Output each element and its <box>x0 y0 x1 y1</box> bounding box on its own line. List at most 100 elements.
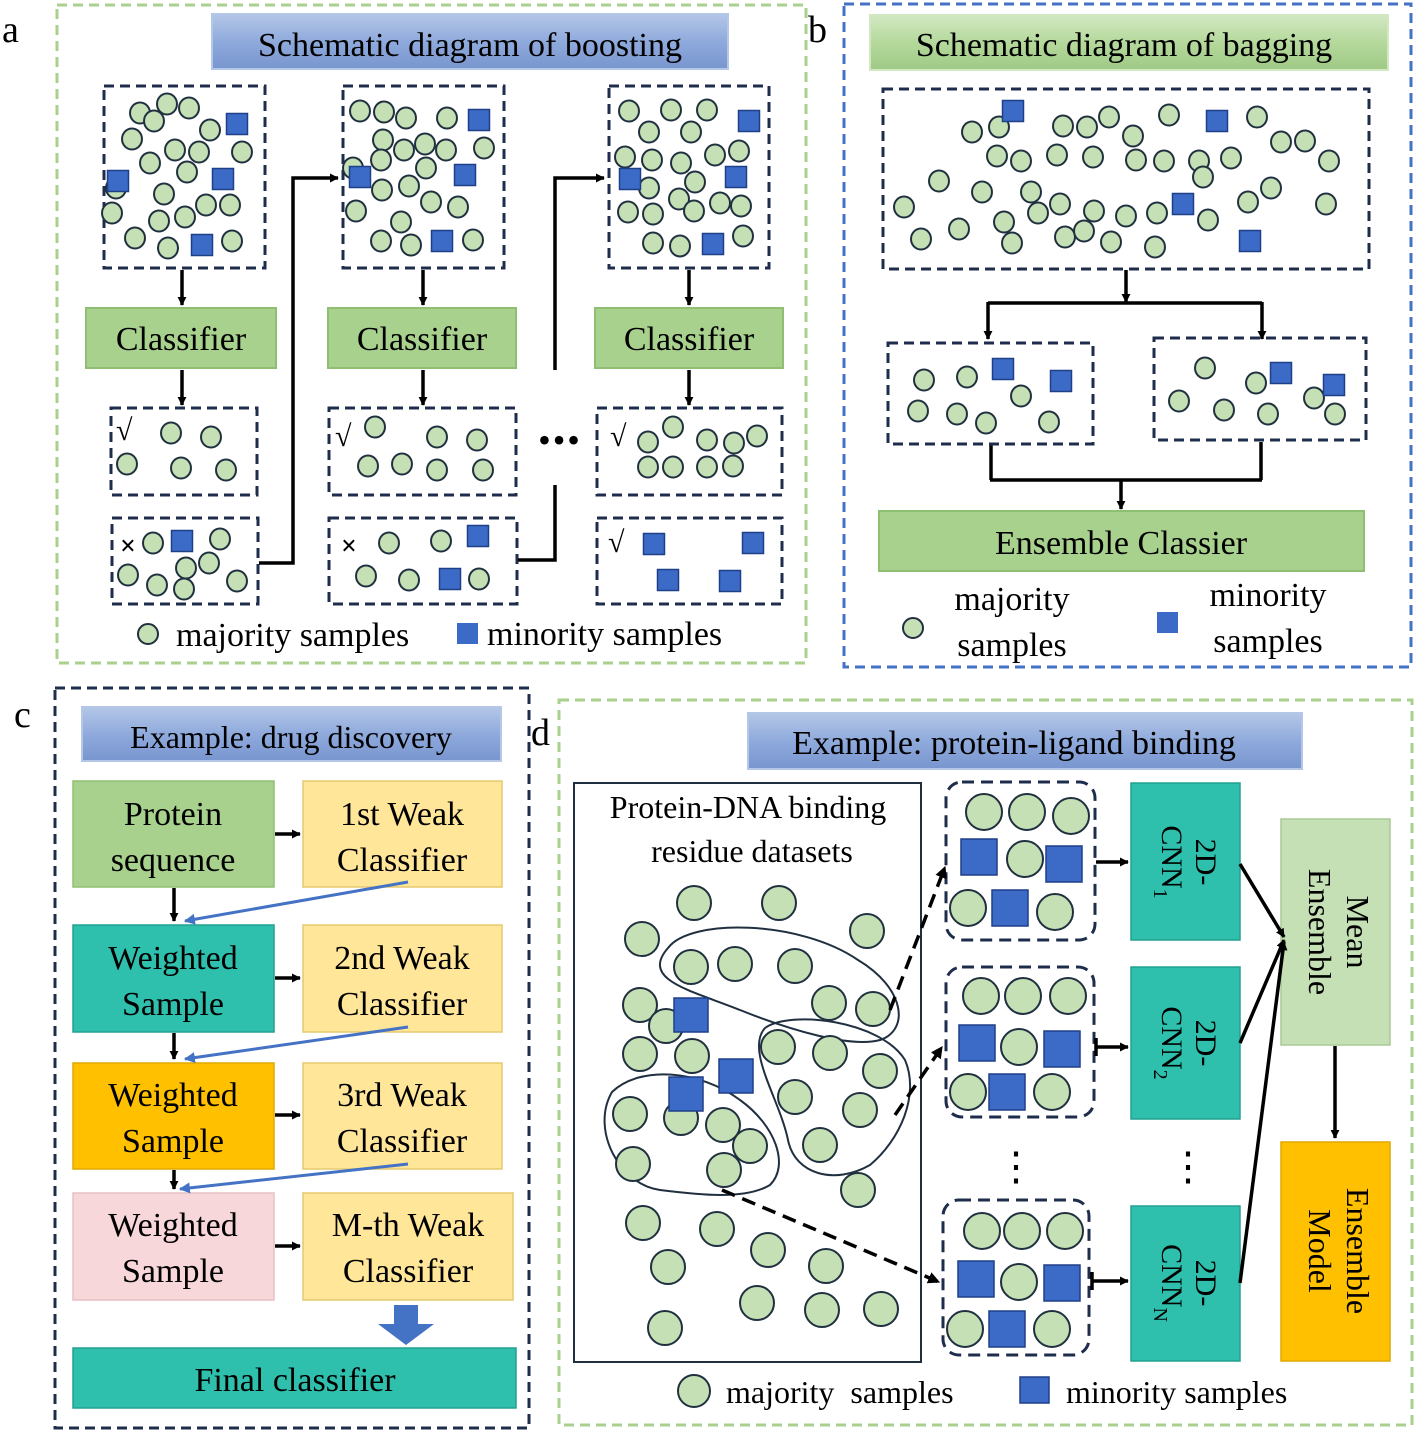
weighted2-line1: Weighted <box>108 1077 237 1114</box>
majority-sample <box>642 202 664 226</box>
majority-sample <box>1260 176 1282 200</box>
minority-sample <box>225 112 249 136</box>
subset-box-3 <box>941 1198 1091 1357</box>
majority-sample <box>1194 356 1216 380</box>
cross-mark: × <box>341 531 357 562</box>
svg-text:CNN2: CNN2 <box>1149 1006 1188 1079</box>
bag-subset-box-1 <box>886 341 1095 446</box>
majority-sample <box>1036 893 1074 931</box>
majority-sample <box>986 144 1008 168</box>
minority-sample <box>1043 1264 1081 1302</box>
majority-sample <box>660 98 682 122</box>
majority-sample <box>219 193 241 217</box>
minority-sample <box>701 232 725 256</box>
majority-sample <box>393 138 415 162</box>
cnnn-base: CNN <box>1155 1244 1188 1307</box>
model-line2: Model <box>1302 1209 1338 1293</box>
majority-sample <box>949 1073 987 1111</box>
majority-sample <box>893 195 915 219</box>
majority-sample <box>673 949 709 985</box>
majority-sample <box>370 229 392 253</box>
majority-sample <box>414 132 436 156</box>
check-mark: √ <box>610 420 627 453</box>
cross-mark: × <box>120 531 136 562</box>
majority-sample <box>117 563 139 587</box>
majority-sample <box>1125 148 1147 172</box>
boost-legend: majority samples minority samples <box>137 616 722 654</box>
majority-sample <box>209 527 231 551</box>
boost-correct-box-2: √ <box>327 406 518 497</box>
minority-sample <box>718 569 742 593</box>
majority-sample <box>195 193 217 217</box>
majority-sample <box>345 199 367 223</box>
check-mark: √ <box>608 526 625 559</box>
majority-sample <box>364 415 386 439</box>
majority-sample <box>370 148 392 172</box>
majority-sample <box>1257 402 1279 426</box>
subset-dots: ⋮ <box>996 1144 1036 1189</box>
majority-sample <box>400 233 422 257</box>
boost-sample-box-3 <box>607 84 771 270</box>
legend-minority-label: minority samples <box>1066 1374 1287 1410</box>
majority-sample <box>1158 103 1180 127</box>
dataset-line2: residue datasets <box>651 833 853 869</box>
majority-sample <box>170 456 192 480</box>
majority-sample <box>730 194 752 218</box>
majority-sample <box>956 365 978 389</box>
majority-sample <box>1220 146 1242 170</box>
panel-c-letter: c <box>14 694 31 736</box>
boost-classifier-2: Classifier <box>327 307 517 369</box>
minority-sample <box>430 229 454 253</box>
minority-sample <box>1171 192 1195 216</box>
minority-sample <box>438 567 462 591</box>
minority-sample <box>348 165 372 189</box>
minority-sample <box>170 529 194 553</box>
majority-sample <box>226 569 248 593</box>
legend-minority-label: minority samples <box>487 616 722 653</box>
minority-sample <box>453 163 477 187</box>
svg-text:2D-: 2D- <box>1189 1260 1222 1307</box>
weighted-sample-3: Weighted Sample <box>72 1192 275 1301</box>
majority-sample <box>706 1152 742 1188</box>
minority-sample <box>642 532 666 556</box>
majority-sample <box>961 120 983 144</box>
majority-sample <box>1000 1028 1038 1066</box>
weakm-line1: M-th Weak <box>332 1207 484 1244</box>
majority-sample <box>1004 977 1042 1015</box>
model-line1: Ensemble <box>1340 1188 1376 1314</box>
panel-d: d Example: protein-ligand binding Protei… <box>531 698 1414 1427</box>
cnn-box-1: 2D- CNN1 <box>1130 782 1241 941</box>
majority-sample <box>1100 230 1122 254</box>
weighted2-line2: Sample <box>122 1123 224 1160</box>
majority-sample <box>840 1172 876 1208</box>
boost-sample-box-2 <box>341 84 506 270</box>
majority-sample <box>802 1127 838 1163</box>
majority-sample <box>435 138 457 162</box>
majority-sample <box>215 458 237 482</box>
bag-legend: majority samples minority samples <box>902 577 1327 664</box>
majority-sample <box>391 452 413 476</box>
majority-sample <box>143 109 165 133</box>
majority-sample <box>862 1053 898 1089</box>
majority-sample <box>618 99 640 123</box>
majority-sample <box>472 458 494 482</box>
majority-sample <box>704 143 726 167</box>
majority-sample <box>777 948 813 984</box>
boost-sample-box-1 <box>101 84 267 270</box>
minority-sample <box>724 165 748 189</box>
weighted-sample-2: Weighted Sample <box>72 1062 275 1170</box>
minority-sample <box>1238 229 1262 253</box>
weighted-sample-1: Weighted Sample <box>72 924 275 1033</box>
majority-sample <box>1052 114 1074 138</box>
majority-sample <box>668 187 690 211</box>
majority-sample <box>178 96 200 120</box>
majority-sample <box>468 567 490 591</box>
majority-sample <box>1324 402 1346 426</box>
panel-c-title: Example: drug discovery <box>130 719 452 755</box>
majority-sample <box>371 178 393 202</box>
final-classifier: Final classifier <box>72 1347 517 1409</box>
majority-sample <box>188 140 210 164</box>
panel-b-border <box>842 2 1413 669</box>
minority-sample <box>1269 361 1293 385</box>
dataset-line1: Protein-DNA binding <box>610 789 886 825</box>
